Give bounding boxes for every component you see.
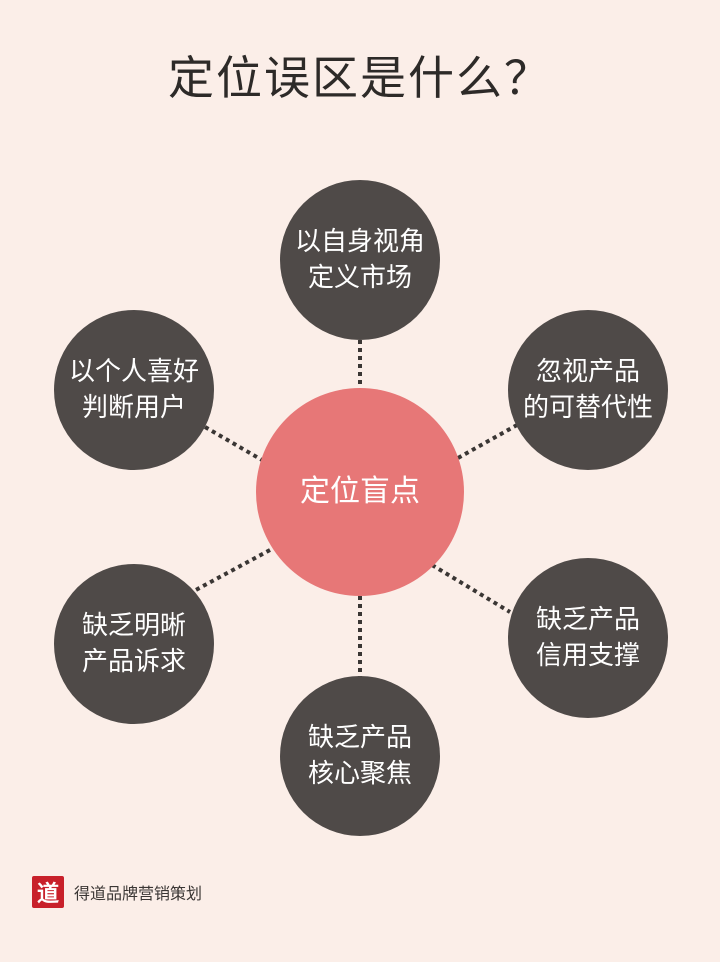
node-lack-core-focus: 缺乏产品 核心聚焦: [280, 676, 440, 836]
node-lack-clear-appeal: 缺乏明晰 产品诉求: [54, 564, 214, 724]
center-node: 定位盲点: [256, 388, 464, 596]
brand-logo: 道: [32, 876, 64, 908]
page-title: 定位误区是什么？: [168, 51, 552, 105]
node-text-line2: 判断用户: [81, 393, 186, 423]
connector-top-left: [203, 425, 264, 462]
footer-brand: 道 得道品牌营销策划: [32, 876, 202, 908]
node-text-line1: 以个人喜好: [68, 357, 199, 387]
node-text-line1: 缺乏明晰: [81, 611, 186, 641]
connector-bottom-left: [191, 548, 271, 594]
node-text-line1: 忽视产品: [535, 357, 640, 387]
node-text-line2: 的可替代性: [522, 393, 653, 423]
node-ignore-substitutability: 忽视产品 的可替代性: [508, 310, 668, 470]
connector-top-right: [457, 423, 518, 460]
center-label: 定位盲点: [300, 474, 420, 509]
node-text-line2: 信用支撑: [535, 641, 640, 671]
node-text-line2: 核心聚焦: [307, 759, 412, 789]
node-text-line1: 缺乏产品: [535, 605, 640, 635]
connector-bottom-right: [430, 563, 512, 614]
node-self-perspective-market: 以自身视角 定义市场: [280, 180, 440, 340]
node-text-line2: 产品诉求: [81, 647, 186, 677]
node-text-line1: 以自身视角: [294, 227, 425, 257]
brand-name: 得道品牌营销策划: [74, 884, 203, 903]
node-text-line1: 缺乏产品: [307, 723, 412, 753]
node-text-line2: 定义市场: [307, 263, 412, 293]
node-lack-credibility-support: 缺乏产品 信用支撑: [508, 558, 668, 718]
node-personal-preference-users: 以个人喜好 判断用户: [54, 310, 214, 470]
